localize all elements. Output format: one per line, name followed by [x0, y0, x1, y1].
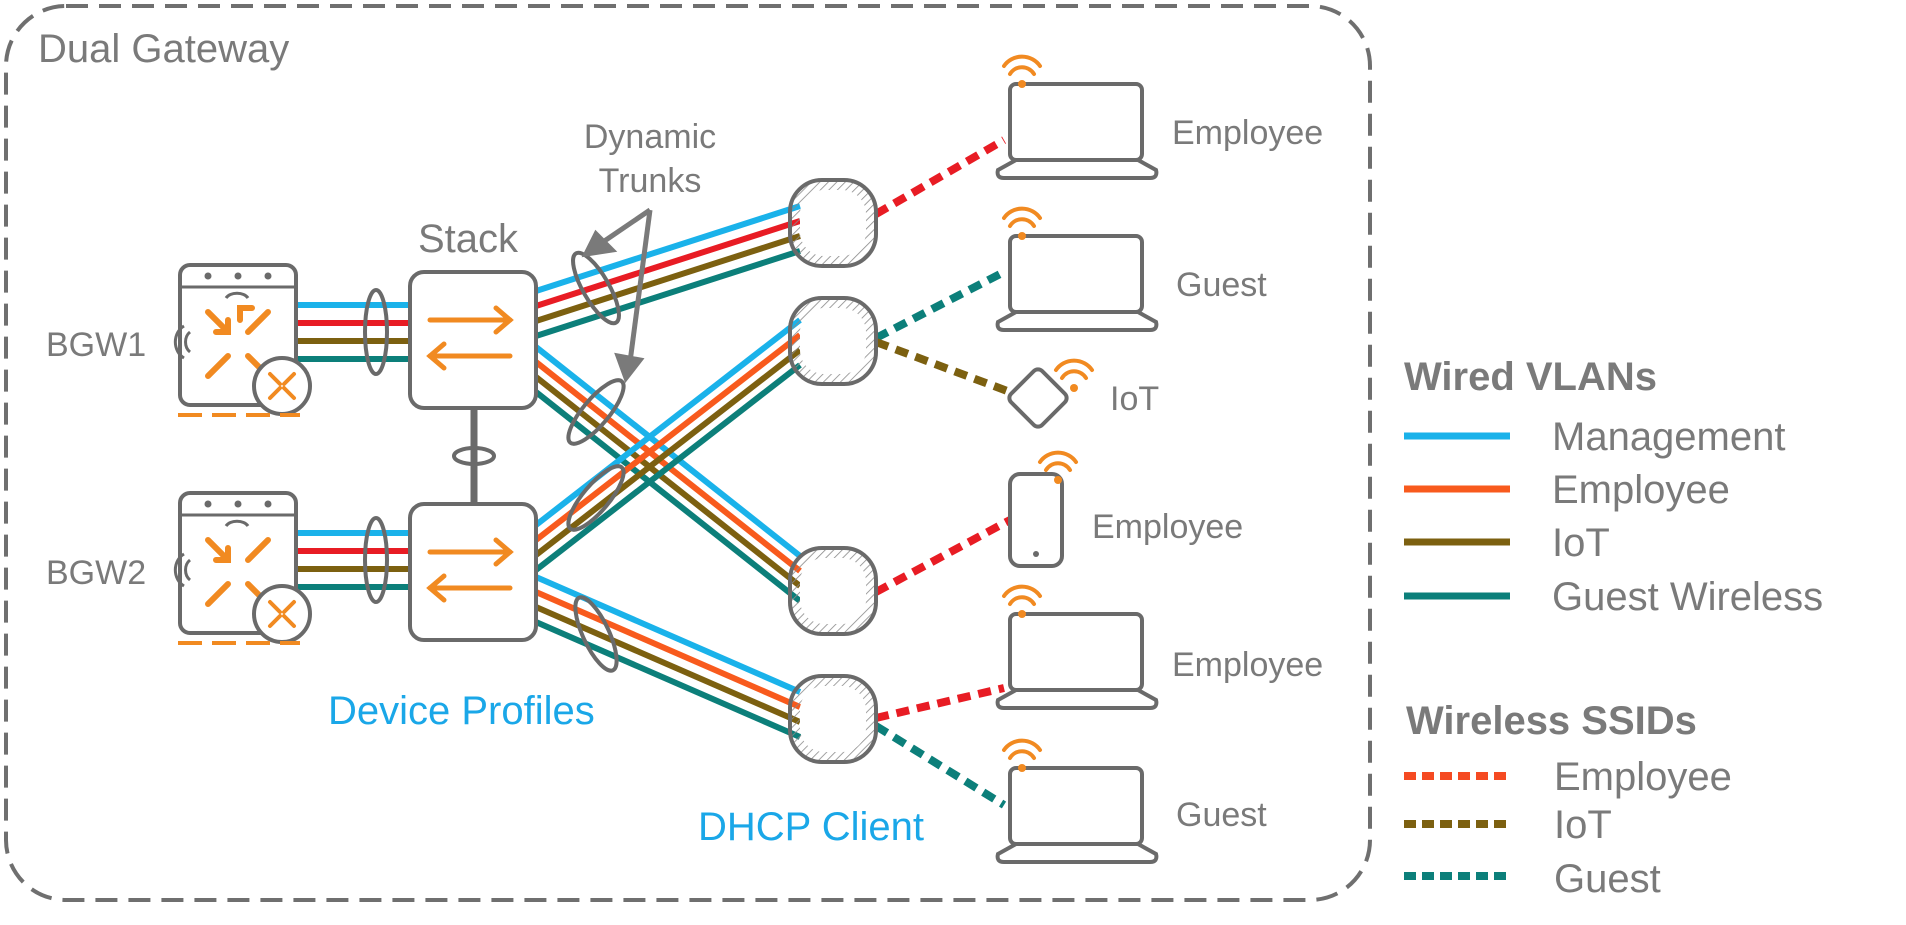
legend-wired-title: Wired VLANs	[1404, 355, 1657, 399]
trunk-s1-ap1	[535, 203, 801, 339]
lag-ring-s1-ap3	[566, 378, 626, 446]
wifi-icon	[1054, 358, 1094, 392]
lag-ring-s2-ap2	[566, 464, 626, 532]
gateway-bgw1	[173, 263, 312, 417]
trunk-s1-ap3	[534, 344, 802, 604]
access-points	[788, 178, 878, 764]
bgw1-uplink-bundle	[296, 302, 410, 362]
bgw2-uplink-bundle	[296, 530, 410, 590]
legend-label: Employee	[1554, 755, 1732, 799]
client-label: Employee	[1172, 646, 1323, 684]
trunk-s2-ap2	[534, 317, 802, 573]
legend: Wired VLANs Management Employee IoT Gues…	[1404, 355, 1823, 901]
wifi-icon	[1002, 738, 1042, 772]
gateway-bgw2	[173, 491, 312, 645]
gateway-label-bgw2: BGW2	[46, 554, 146, 592]
dynamic-trunks-label-2: Trunks	[599, 162, 702, 200]
wireless-links	[873, 136, 1012, 809]
dhcp-client-label: DHCP Client	[698, 805, 924, 849]
router-icon	[252, 584, 312, 644]
wifi-icon	[1002, 584, 1042, 618]
lag-ring-bgw2	[363, 516, 389, 604]
client-label: Employee	[1092, 508, 1243, 546]
client-label: IoT	[1110, 380, 1159, 418]
legend-label: Guest	[1554, 857, 1661, 901]
legend-label: Management	[1552, 415, 1785, 459]
router-icon	[252, 356, 312, 416]
arrows-icon	[205, 537, 271, 607]
legend-label: Guest Wireless	[1552, 575, 1823, 619]
legend-label: IoT	[1552, 521, 1610, 565]
iot-sensor-icon	[1007, 358, 1094, 429]
dual-gateway-boundary	[4, 4, 1372, 902]
callout-arrows	[581, 207, 653, 384]
arrows-icon	[205, 305, 271, 379]
laptop-icon	[995, 54, 1159, 180]
client-label: Guest	[1176, 796, 1267, 834]
stack-switch-2	[408, 502, 538, 642]
laptop-icon	[995, 584, 1159, 710]
client-label: Employee	[1172, 114, 1323, 152]
wifi-icon	[1002, 206, 1042, 240]
lag-ring-s1-ap1	[571, 250, 621, 326]
dynamic-trunks-label: Dynamic	[584, 118, 716, 156]
laptop-icon	[995, 206, 1159, 332]
legend-label: IoT	[1554, 803, 1612, 847]
laptop-icon	[995, 738, 1159, 864]
phone-icon	[1008, 450, 1078, 568]
wifi-icon	[1038, 450, 1078, 484]
stack-label: Stack	[418, 217, 519, 261]
signal-waves-icon	[173, 519, 250, 588]
client-label: Guest	[1176, 266, 1267, 304]
legend-wireless-title: Wireless SSIDs	[1406, 699, 1697, 743]
switch-arrows-icon	[426, 537, 514, 603]
wired-links	[296, 203, 802, 740]
legend-label: Employee	[1552, 468, 1730, 512]
diagram-title: Dual Gateway	[38, 27, 289, 71]
wifi-icon	[1002, 54, 1042, 88]
stack-switch-1	[408, 270, 538, 410]
lag-ring-bgw1	[363, 288, 389, 376]
signal-waves-icon	[173, 291, 250, 360]
switch-arrows-icon	[426, 305, 514, 371]
device-profiles-label: Device Profiles	[328, 689, 595, 733]
gateway-label-bgw1: BGW1	[46, 326, 146, 364]
lag-ring-s2-ap4	[573, 595, 619, 673]
lag-ring-stack	[452, 446, 496, 466]
lag-rings	[363, 250, 626, 673]
